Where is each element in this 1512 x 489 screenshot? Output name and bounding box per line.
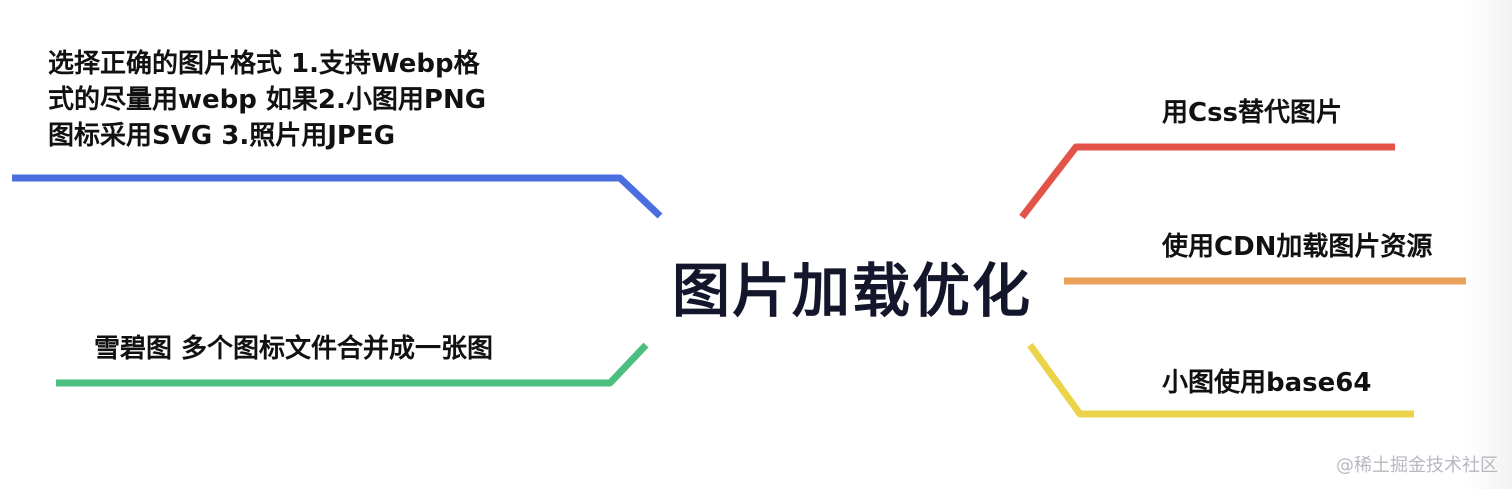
watermark-text: @稀土掘金技术社区: [1336, 455, 1498, 476]
central-topic[interactable]: 图片加载优化: [672, 257, 1033, 325]
branch-topic-sprite[interactable]: 雪碧图 多个图标文件合并成一张图: [94, 334, 494, 364]
branch-topic-image-format[interactable]: 选择正确的图片格式 1.支持Webp格 式的尽量用webp 如果2.小图用PNG…: [48, 46, 568, 154]
branch-topic-base64[interactable]: 小图使用base64: [1162, 368, 1372, 398]
branch-line-right-1: [1019, 143, 1395, 220]
branch-line-right-3: [1027, 342, 1414, 418]
branch-line-left-top: [12, 174, 663, 219]
branch-topic-line: 选择正确的图片格式 1.支持Webp格: [48, 49, 480, 79]
branch-topic-css-instead[interactable]: 用Css替代图片: [1162, 98, 1343, 128]
branch-topic-cdn[interactable]: 使用CDN加载图片资源: [1162, 232, 1433, 262]
branch-topic-line: 图标采用SVG 3.照片用JPEG: [48, 121, 396, 151]
branch-line-left-bottom: [56, 342, 649, 387]
right-edge-shade: [1466, 0, 1512, 489]
branch-topic-line: 式的尽量用webp 如果2.小图用PNG: [48, 85, 487, 115]
